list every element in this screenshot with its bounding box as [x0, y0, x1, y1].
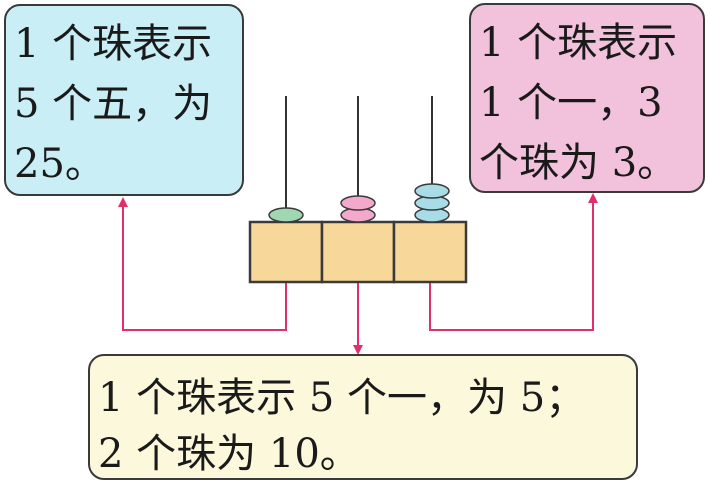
ones-line-3: 个珠为 3。 — [479, 140, 678, 186]
bead-right-3 — [414, 183, 450, 199]
bead-middle-2 — [340, 195, 376, 211]
explanation-box-fives: 1 个珠表示 5 个五，为 25。 — [4, 4, 244, 196]
fives-line-1: 1 个珠表示 — [14, 21, 213, 67]
bead-left-1 — [268, 207, 304, 223]
ones-line-1: 1 个珠表示 — [479, 20, 678, 66]
fives-line-2: 5 个五，为 — [14, 81, 213, 127]
abacus-base-middle — [320, 220, 396, 284]
explanation-box-middle: 1 个珠表示 5 个一，为 5； 2 个珠为 10。 — [88, 354, 638, 480]
middle-line-1: 1 个珠表示 5 个一，为 5； — [98, 375, 586, 421]
abacus-base-left — [248, 220, 324, 284]
middle-line-2: 2 个珠为 10。 — [98, 431, 360, 477]
connector-right — [429, 193, 598, 331]
fives-line-3: 25。 — [14, 141, 105, 187]
ones-line-2: 1 个一，3 — [479, 80, 663, 126]
abacus-base-right — [392, 220, 468, 284]
explanation-box-ones: 1 个珠表示 1 个一，3 个珠为 3。 — [469, 3, 705, 193]
connector-left — [118, 197, 287, 331]
